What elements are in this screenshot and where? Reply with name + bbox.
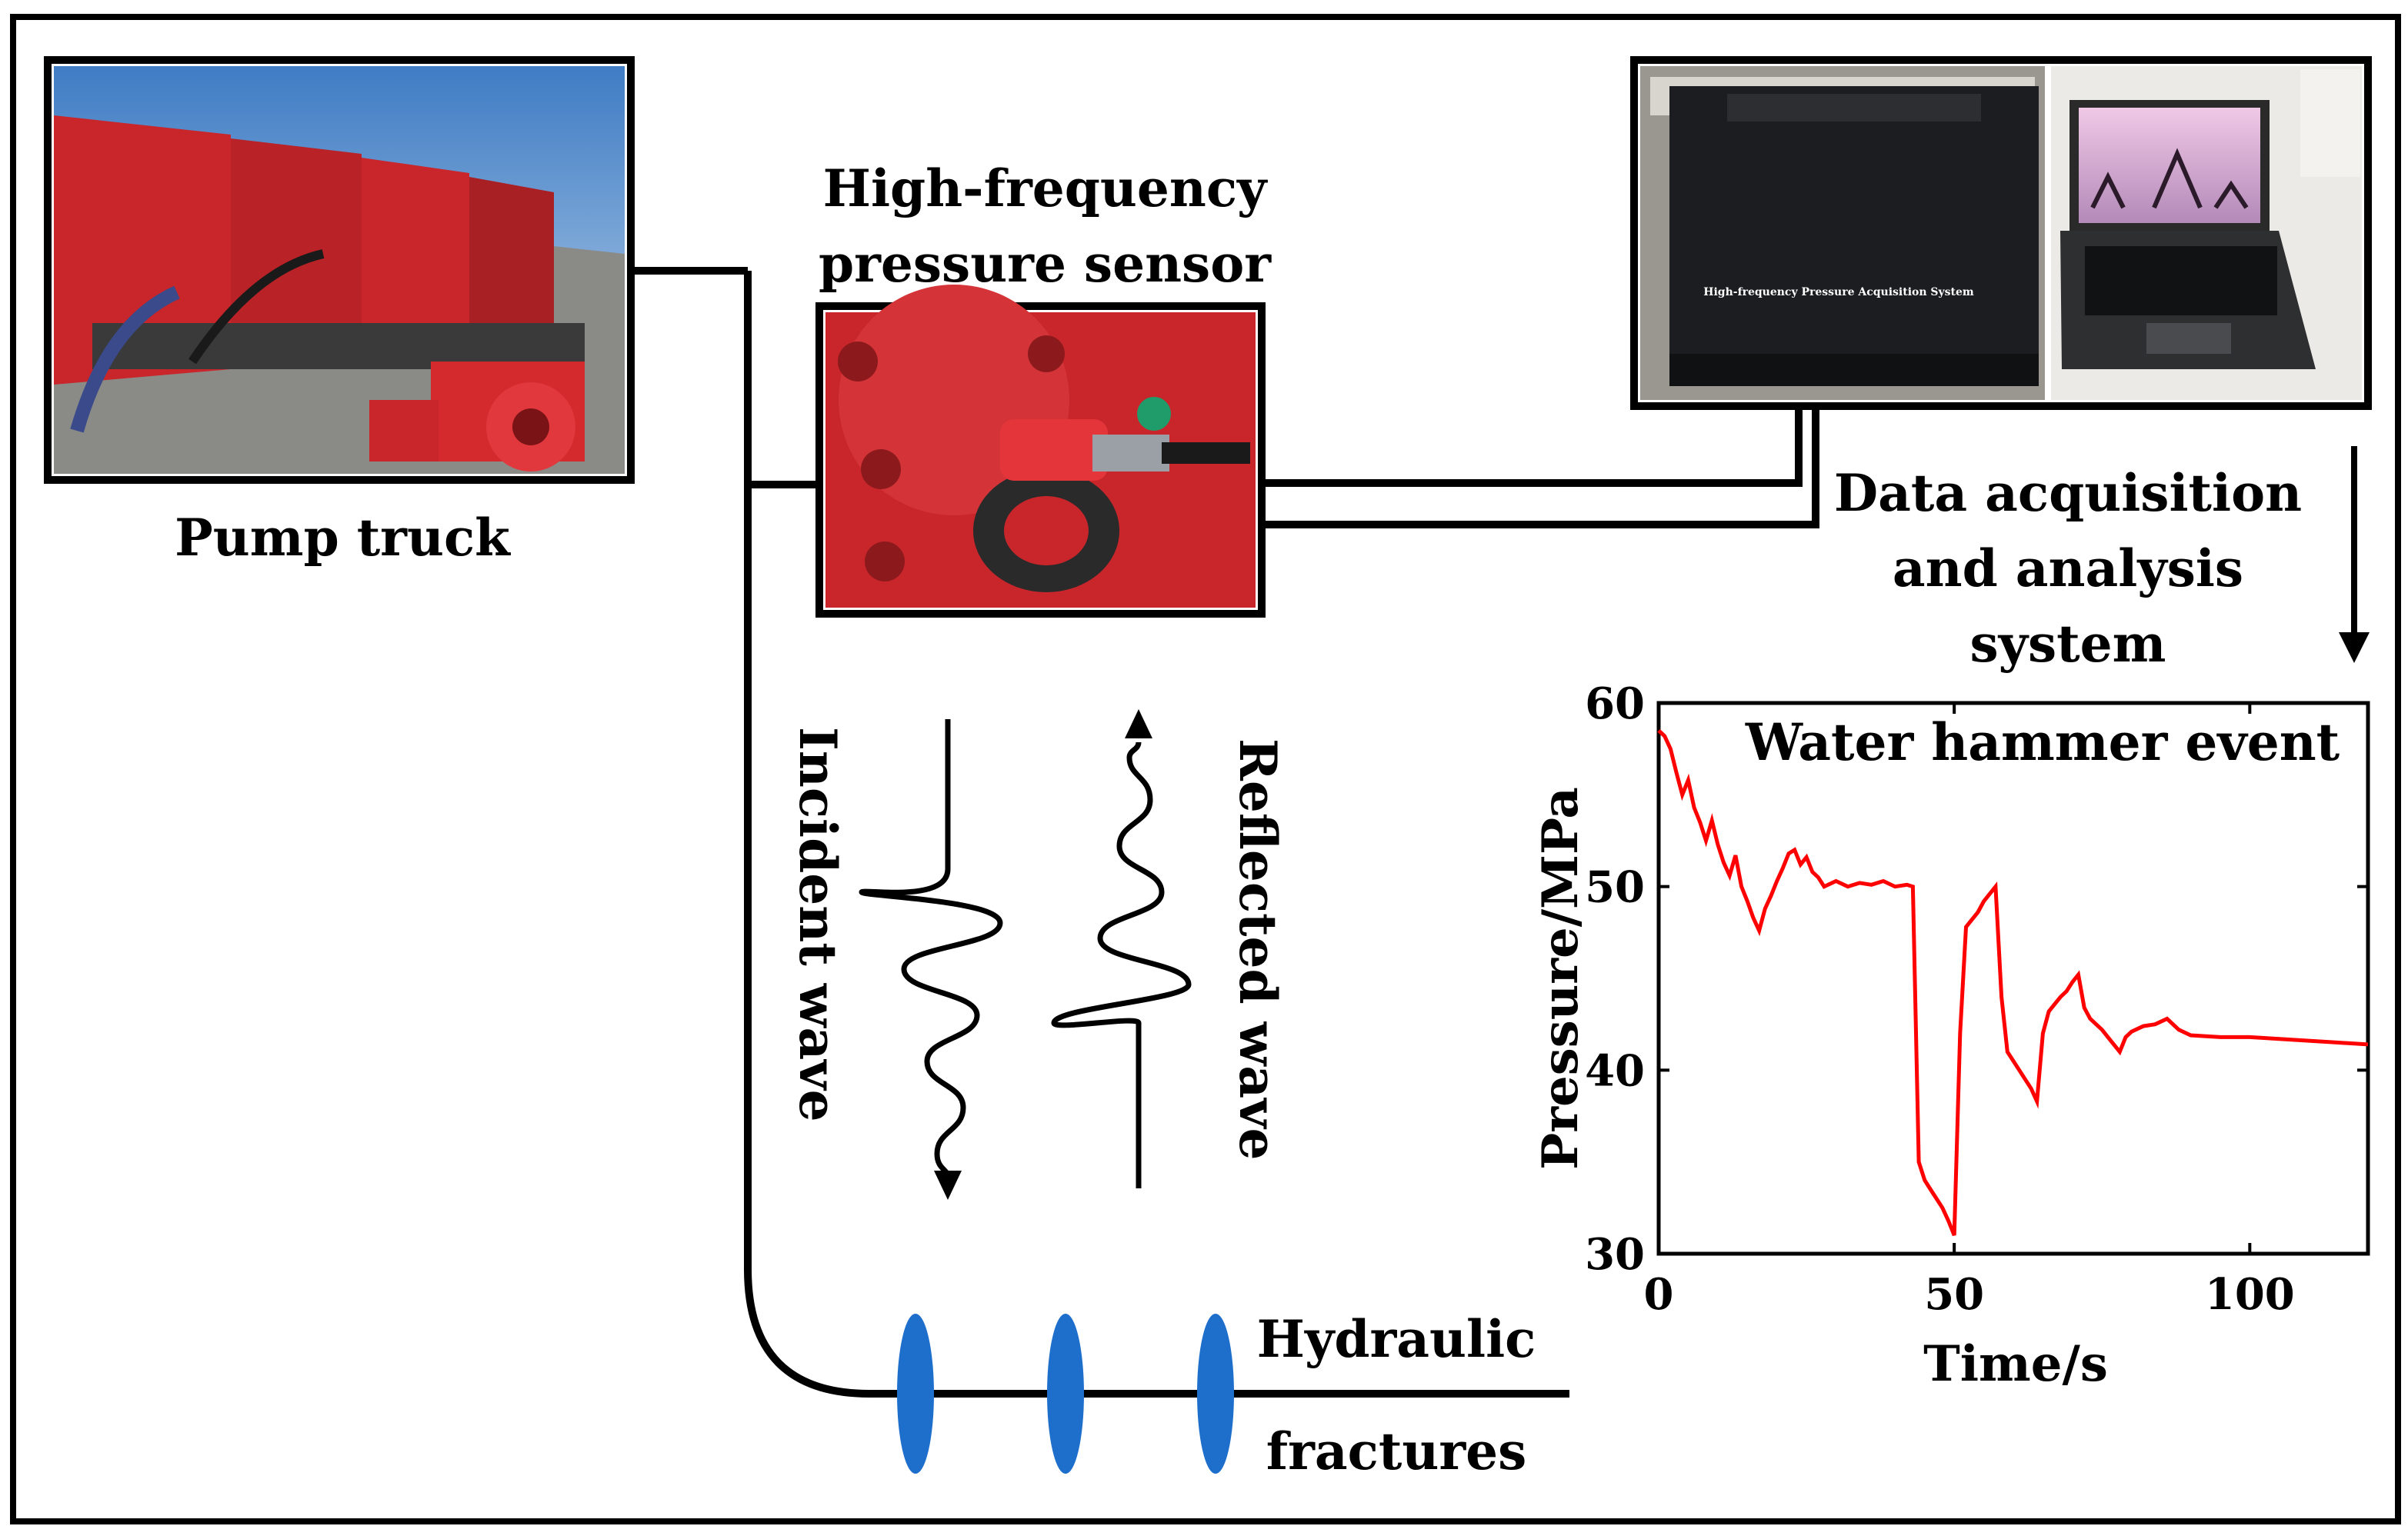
series-line-pressure bbox=[1657, 728, 2369, 1237]
acq-device-caption: High-frequency Pressure Acquisition Syst… bbox=[1703, 286, 1974, 298]
incident-wave: Incident wave bbox=[788, 719, 1003, 1200]
chart-y-axis-label: Pressure/MPa bbox=[1532, 787, 1589, 1170]
pump-truck-photo bbox=[44, 56, 635, 484]
incident-wave-path bbox=[859, 719, 1003, 1178]
x-tick-label: 100 bbox=[2205, 1269, 2295, 1320]
x-tick-label: 0 bbox=[1644, 1269, 1674, 1320]
acquisition-to-chart-arrow bbox=[2339, 446, 2370, 663]
y-tick-label: 60 bbox=[1585, 678, 1645, 729]
chart-ticks: 0 50 100 30 40 50 60 bbox=[1585, 678, 2368, 1320]
cable-lower bbox=[1262, 408, 1819, 528]
acquisition-photos: High-frequency Pressure Acquisition Syst… bbox=[1630, 56, 2372, 410]
y-tick-label: 40 bbox=[1585, 1045, 1645, 1096]
y-tick-label: 50 bbox=[1585, 862, 1645, 913]
wellbore-pipe bbox=[744, 271, 1569, 1398]
chart-title: Water hammer event bbox=[1745, 712, 2340, 772]
fracture-3 bbox=[1197, 1314, 1234, 1474]
incident-arrowhead bbox=[934, 1171, 962, 1200]
chart-x-axis-label: Time/s bbox=[1923, 1335, 2108, 1393]
cable-upper bbox=[1262, 408, 1803, 487]
fractures-label-line1: Hydraulic bbox=[1257, 1309, 1536, 1369]
reflected-arrowhead bbox=[1125, 709, 1152, 738]
reflected-wave-label: Reflected wave bbox=[1228, 738, 1288, 1161]
sensor-label-line1: High-frequency bbox=[823, 158, 1268, 218]
reflected-wave-path bbox=[1051, 741, 1192, 1188]
fractures-label-line2: fractures bbox=[1266, 1421, 1527, 1481]
fracture-1 bbox=[897, 1314, 934, 1474]
x-tick-label: 50 bbox=[1924, 1269, 1984, 1320]
acq-label-line1: Data acquisition bbox=[1834, 463, 2302, 523]
pipeline bbox=[631, 267, 1819, 1398]
reflected-wave: Reflected wave bbox=[1051, 709, 1288, 1188]
fracture-2 bbox=[1047, 1314, 1084, 1474]
pressure-chart: 0 50 100 30 40 50 60 Water hammer event Time/s… bbox=[1532, 678, 2370, 1393]
chart-plot-area bbox=[1656, 701, 2370, 1256]
fractures bbox=[897, 1314, 1234, 1474]
acq-label-line2: and analysis bbox=[1893, 538, 2243, 598]
acq-label-line3: system bbox=[1970, 614, 2166, 674]
pump-truck-label: Pump truck bbox=[175, 508, 511, 568]
sensor-label-line2: pressure sensor bbox=[819, 234, 1272, 294]
y-tick-label: 30 bbox=[1585, 1229, 1645, 1280]
sensor-photo bbox=[815, 285, 1266, 618]
incident-wave-label: Incident wave bbox=[788, 727, 848, 1122]
